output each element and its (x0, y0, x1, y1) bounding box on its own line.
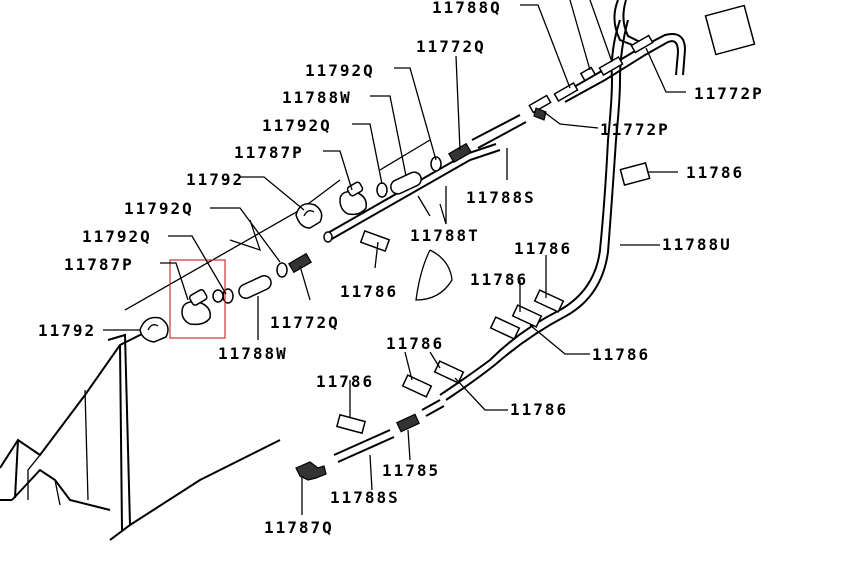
fuel-line-11788U (439, 0, 641, 401)
fitting-11787Q (295, 461, 327, 481)
label-11786-right: 11786 (686, 163, 744, 182)
label-11788T: 11788T (410, 226, 480, 245)
part-labels: 11788Q 11772Q 11792Q 11788W 11792Q 11772… (38, 0, 764, 537)
label-11792Q-1: 11792Q (305, 61, 375, 80)
label-11792-lower: 11792 (38, 321, 96, 340)
label-11788Q-top: 11788Q (432, 0, 502, 17)
label-11788U: 11788U (662, 235, 732, 254)
highlight-box (169, 259, 226, 339)
label-11787P-upper: 11787P (234, 143, 304, 162)
fitting-11787P-lower (181, 289, 224, 326)
label-11787Q: 11787Q (264, 518, 334, 537)
label-11786-g: 11786 (510, 400, 568, 419)
label-11792Q-2: 11792Q (262, 116, 332, 135)
label-11786-d: 11786 (386, 334, 444, 353)
label-11786-b: 11786 (470, 270, 528, 289)
label-11772P-right: 11772P (694, 84, 764, 103)
label-11792-upper: 11792 (186, 170, 244, 189)
connector-11772Q-lower (276, 252, 312, 278)
fuel-line-upper (553, 33, 687, 103)
hose-11788S-lower (333, 399, 445, 463)
label-11788S-lower: 11788S (330, 488, 400, 507)
clamp-11792-lower (139, 316, 169, 343)
label-11786-a: 11786 (514, 239, 572, 258)
label-11772P-mid: 11772P (600, 120, 670, 139)
label-11772Q-upper: 11772Q (416, 37, 486, 56)
label-11786-e: 11786 (592, 345, 650, 364)
fuel-tank (0, 139, 431, 541)
fitting-11787P-upper (339, 181, 368, 216)
label-11788W-lower: 11788W (218, 344, 288, 363)
label-11786-f: 11786 (316, 372, 374, 391)
clamp-11792-upper (295, 203, 323, 229)
hose-11788W-upper (376, 171, 422, 198)
label-11792Q-4: 11792Q (82, 227, 152, 246)
label-11788S-upper: 11788S (466, 188, 536, 207)
label-11786-c: 11786 (340, 282, 398, 301)
leader-lines (103, 0, 686, 515)
label-11792Q-3: 11792Q (124, 199, 194, 218)
hose-11788W-lower (222, 275, 272, 304)
connector-11772Q-upper (430, 142, 472, 172)
label-11772Q-lower: 11772Q (270, 313, 340, 332)
hose-11788S-upper (471, 94, 552, 149)
label-11788W-upper: 11788W (282, 88, 352, 107)
pads-11786 (335, 4, 756, 435)
label-11785: 11785 (382, 461, 440, 480)
label-11787P-lower: 11787P (64, 255, 134, 274)
